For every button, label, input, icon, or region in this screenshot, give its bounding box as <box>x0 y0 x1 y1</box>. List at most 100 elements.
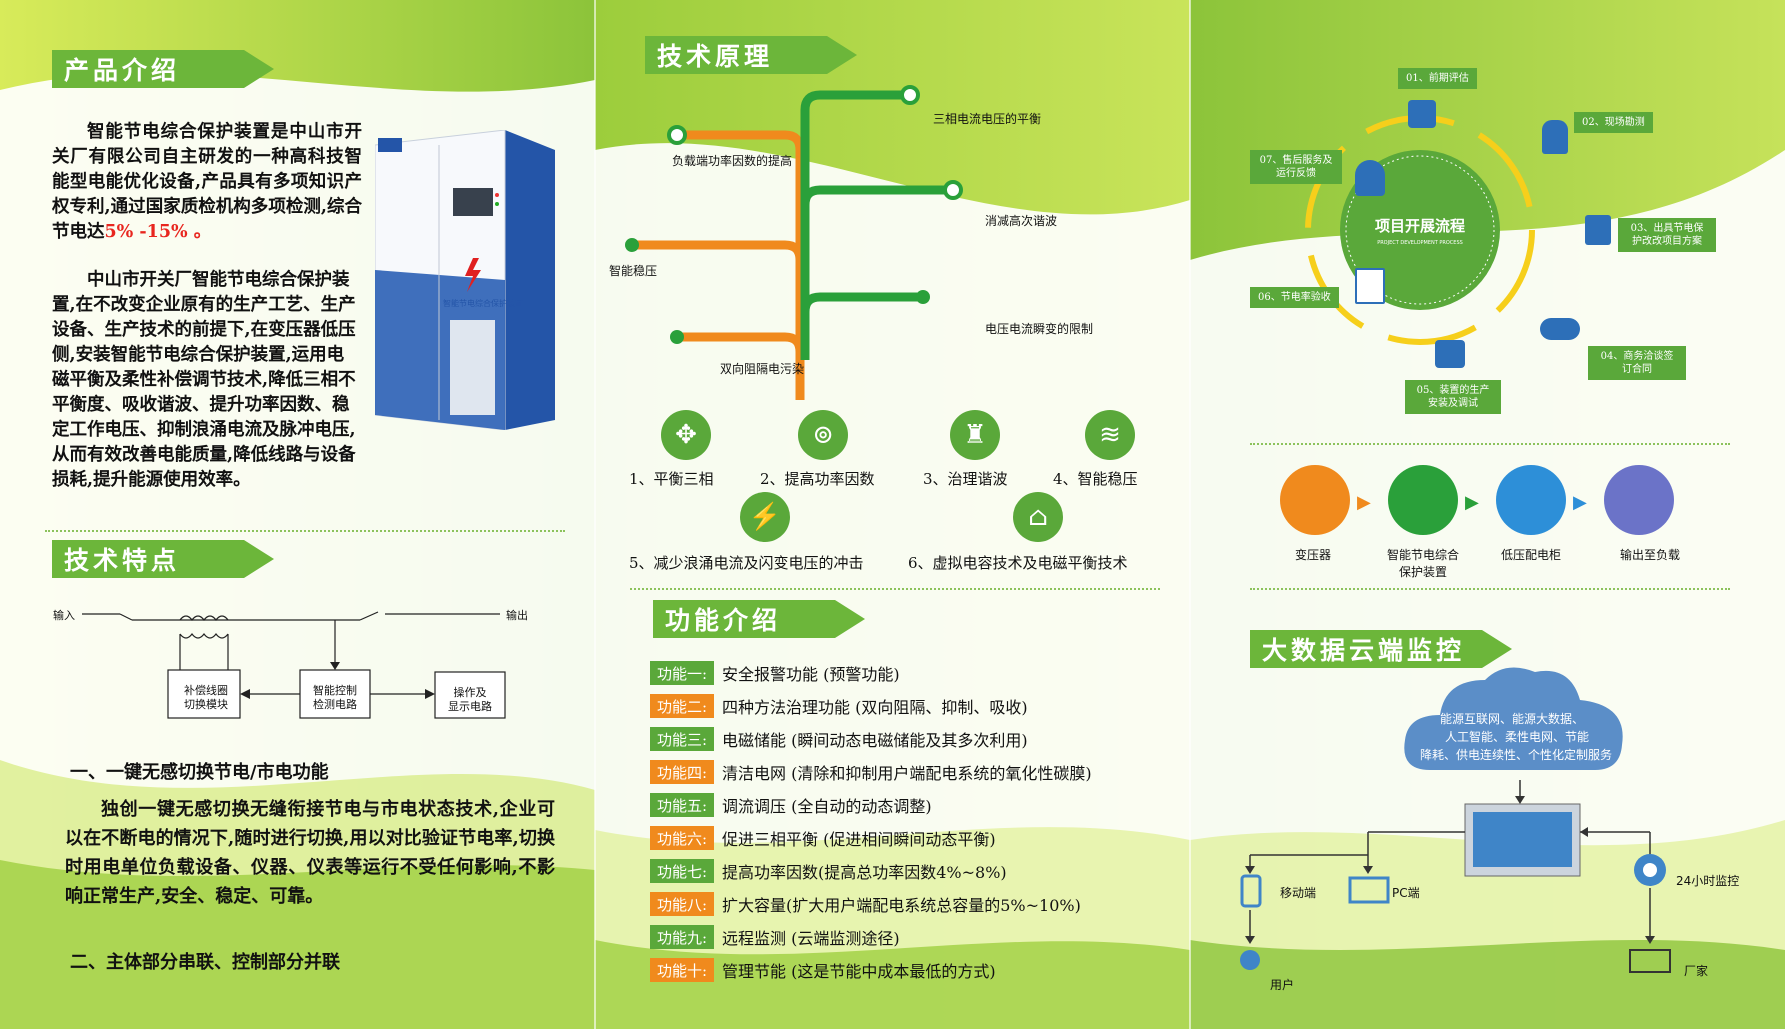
tech-title-tag: 技术特点 <box>52 540 274 578</box>
function-title-tag: 功能介绍 <box>653 600 865 638</box>
process-title: 项目开展流程 <box>1374 217 1465 235</box>
fold-line-1 <box>594 0 596 1029</box>
diagram-output-label: 输出 <box>506 609 528 622</box>
feature-label-3: 3、治理谐波 <box>923 470 1008 488</box>
monitoring-network <box>1240 780 1671 973</box>
divider-4 <box>1250 588 1730 590</box>
service-icon <box>1355 160 1385 196</box>
handshake-icon <box>1540 318 1580 340</box>
saving-rate-highlight: 5% -15% 。 <box>104 222 212 242</box>
function-text: 电磁储能 (瞬间动态电磁储能及其多次利用) <box>722 731 1028 750</box>
diagram-input-label: 输入 <box>53 609 75 622</box>
cabinet-label: 智能节电综合保护装置 <box>443 299 523 308</box>
assessment-icon <box>1408 100 1436 128</box>
function-text: 促进三相平衡 (促进相间瞬间动态平衡) <box>722 830 996 849</box>
function-badge: 功能三: <box>650 727 714 751</box>
feature-label-1: 1、平衡三相 <box>629 470 714 488</box>
function-title: 功能介绍 <box>665 606 782 635</box>
survey-worker-icon <box>1542 120 1568 154</box>
cloud-title-tag: 大数据云端监控 <box>1250 630 1512 668</box>
function-row: 功能十:管理节能 (这是节能中成本最低的方式) <box>650 957 996 983</box>
monitor-label: 24小时监控 <box>1676 874 1740 888</box>
flow-label-1: 变压器 <box>1295 548 1332 562</box>
principle-title: 技术原理 <box>657 42 774 71</box>
panel-product: 产品介绍 智能节电综合保护装置是中山市开关厂有限公司自主研发的一种高科技智能型电… <box>0 0 595 1029</box>
panel-technology: 技术原理 三相电流电压的平衡 负载端功率因数的提高 消减高次谐波 智能稳压 电压… <box>595 0 1190 1029</box>
function-row: 功能五:调流调压 (全自动的动态调整) <box>650 792 932 818</box>
principle-title-tag: 技术原理 <box>645 36 857 74</box>
tree-branch-1: 三相电流电压的平衡 <box>933 112 1042 126</box>
cloud-line-1: 能源互联网、能源大数据、 <box>1440 712 1585 726</box>
lightning-icon: ⚡ <box>740 492 790 542</box>
flow-label-3: 低压配电柜 <box>1501 548 1562 562</box>
diagram-box2-line2: 检测电路 <box>313 698 357 711</box>
transformer-icon <box>1280 465 1350 535</box>
feature-label-5: 5、减少浪涌电流及闪变电压的冲击 <box>629 554 864 572</box>
cloud-line-3: 降耗、供电连续性、个性化定制服务 <box>1420 748 1613 762</box>
function-text: 调流调压 (全自动的动态调整) <box>722 797 932 816</box>
feature-label-2: 2、提高功率因数 <box>760 470 875 488</box>
feature-label-4: 4、智能稳压 <box>1053 470 1138 488</box>
panel-background <box>595 0 1190 1029</box>
section2-title: 二、主体部分串联、控制部分并联 <box>70 952 340 973</box>
function-badge: 功能十: <box>650 958 714 982</box>
function-row: 功能三: 电磁储能 (瞬间动态电磁储能及其多次利用) <box>650 726 1028 752</box>
circuit-diagram <box>82 611 506 719</box>
diagram-box2-line1: 智能控制 <box>313 684 357 697</box>
function-badge: 功能七: <box>650 859 714 883</box>
product-title-tag: 产品介绍 <box>52 50 274 88</box>
factory-label: 厂家 <box>1684 964 1709 978</box>
divider-3 <box>1250 443 1730 445</box>
function-row: 功能八:扩大容量(扩大用户端配电系统总容量的5%~10%) <box>650 891 1081 917</box>
castle-icon: ♜ <box>950 410 1000 460</box>
function-text: 扩大容量(扩大用户端配电系统总容量的5%~10%) <box>722 896 1081 915</box>
step-1: 01、前期评估 <box>1398 68 1477 89</box>
panel-process: 项目开展流程 PROJECT DEVELOPMENT PROCESS 01、前期… <box>1190 0 1785 1029</box>
product-paragraph-1: 智能节电综合保护装置是中山市开关厂有限公司自主研发的一种高科技智能型电能优化设备… <box>52 120 362 245</box>
product-paragraph-2-wrap: 中山市开关厂智能节电综合保护装置,在不改变企业原有的生产工艺、生产设备、生产技术… <box>52 268 552 518</box>
diagram-box3-line1: 操作及 <box>453 686 487 699</box>
function-badge: 功能一: <box>650 661 714 685</box>
tech-title: 技术特点 <box>64 546 181 575</box>
section1-title: 一、一键无感切换节电/市电功能 <box>70 762 329 783</box>
tree-branch-6: 双向阻隔电污染 <box>720 362 805 376</box>
pc-label: PC端 <box>1392 886 1420 900</box>
installation-icon <box>1435 340 1465 368</box>
distribution-cabinet-icon <box>1496 465 1566 535</box>
divider-2 <box>630 588 1160 590</box>
function-row: 功能七:提高功率因数(提高总功率因数4%~8%) <box>650 858 1007 884</box>
tree-branch-4: 智能稳压 <box>609 264 658 278</box>
product-paragraph-2: 中山市开关厂智能节电综合保护装置,在不改变企业原有的生产工艺、生产设备、生产技术… <box>52 270 356 490</box>
cloud-shape <box>1404 667 1623 770</box>
divider-1 <box>45 530 565 532</box>
principle-tree <box>625 85 963 400</box>
flow-label-4: 输出至负载 <box>1620 548 1681 562</box>
function-badge: 功能二: <box>650 694 714 718</box>
mobile-label: 移动端 <box>1280 886 1317 900</box>
function-row: 功能四:清洁电网 (清除和抑制用户端配电系统的氧化性碳膜) <box>650 759 1092 785</box>
function-text: 安全报警功能 (预警功能) <box>722 665 900 684</box>
pinwheel-icon: ✥ <box>661 410 711 460</box>
plan-icon <box>1585 215 1611 245</box>
step-2: 02、现场勘测 <box>1574 112 1653 133</box>
feature-label-6: 6、虚拟电容技术及电磁平衡技术 <box>908 554 1128 572</box>
step-4: 04、商务洽谈签订合同 <box>1588 346 1686 380</box>
flow-arrow-1: ▶ <box>1357 492 1371 513</box>
function-text: 清洁电网 (清除和抑制用户端配电系统的氧化性碳膜) <box>722 764 1092 783</box>
tree-branch-5: 电压电流瞬变的限制 <box>985 322 1094 336</box>
tree-branch-2: 负载端功率因数的提高 <box>672 154 793 168</box>
cabinet-image: 智能节电综合保护装置 <box>374 129 555 431</box>
step-5: 05、装置的生产安装及调试 <box>1405 380 1501 414</box>
function-row: 功能九:远程监测 (云端监测途径) <box>650 924 900 950</box>
product-paragraph-1-text: 智能节电综合保护装置是中山市开关厂有限公司自主研发的一种高科技智能型电能优化设备… <box>52 122 362 242</box>
user-label: 用户 <box>1270 978 1295 992</box>
process-subtitle: PROJECT DEVELOPMENT PROCESS <box>1377 240 1463 246</box>
fold-line-2 <box>1189 0 1191 1029</box>
section1-body: 独创一键无感切换无缝衔接节电与市电状态技术,企业可以在不断电的情况下,随时进行切… <box>65 799 555 907</box>
flow-label-2: 智能节电综合保护装置 <box>1386 548 1459 579</box>
layers-icon: ≋ <box>1085 410 1135 460</box>
function-row: 功能六:促进三相平衡 (促进相间瞬间动态平衡) <box>650 825 996 851</box>
diagram-box1-line1: 补偿线圈 <box>184 684 228 697</box>
cloud-line-2: 人工智能、柔性电网、节能 <box>1445 730 1590 744</box>
step-7: 07、售后服务及运行反馈 <box>1250 150 1342 184</box>
